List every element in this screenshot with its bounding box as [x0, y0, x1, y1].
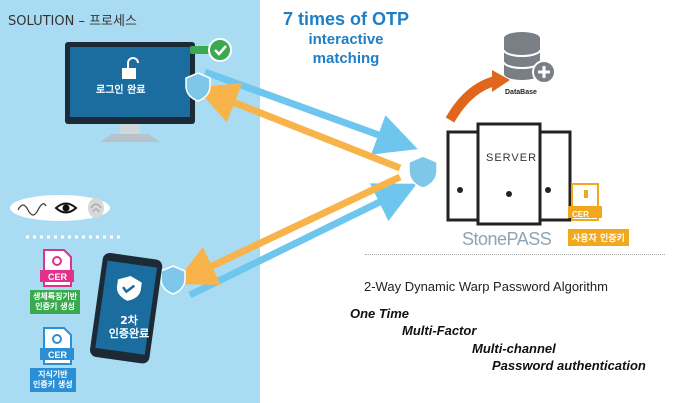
bio-cert-badge: CER [48, 272, 68, 282]
database-icon [503, 32, 556, 84]
user-cert-tag: 사용자 인증키 [568, 229, 629, 246]
database-label: DataBase [505, 89, 537, 96]
server-cert-badge: CER [572, 210, 589, 219]
fingerprint-icon [88, 198, 104, 218]
algorithm-title: 2-Way Dynamic Warp Password Algorithm [364, 279, 608, 294]
bio-certificate-icon [40, 249, 74, 287]
shield-icon [185, 72, 211, 102]
signature-icon [17, 203, 47, 216]
server-label: SERVER [486, 152, 538, 164]
keyword-one-time: One Time [350, 306, 410, 321]
arrow-orange-to-monitor [195, 83, 402, 172]
dotted-connector [26, 235, 122, 239]
headline-line1: 7 times of OTP [282, 9, 410, 29]
biometric-strip [10, 195, 110, 221]
knowledge-certificate-icon [40, 327, 74, 365]
login-status: 로그인 완료 [96, 85, 146, 96]
green-key-icon [190, 38, 232, 62]
headline-line3: matching [312, 50, 380, 67]
panel-title: SOLUTION – 프로세스 [8, 14, 137, 29]
keyword-password-auth: Password authentication [492, 358, 646, 373]
keyword-multi-channel: Multi-channel [472, 341, 556, 356]
unlock-icon [122, 57, 139, 79]
knowledge-cert-badge: CER [48, 350, 68, 360]
headline: 7 times of OTP interactive matching [256, 8, 436, 68]
shield-icon [408, 155, 438, 189]
monitor-illustration [65, 38, 232, 142]
stonepass-brand: StonePASS [462, 229, 552, 249]
certificate-icon [568, 183, 602, 221]
divider [365, 254, 665, 255]
arrow-blue-from-phone [188, 183, 417, 299]
shield-icon [160, 265, 186, 295]
server-illustration [446, 122, 572, 226]
headline-line2: interactive [308, 31, 384, 48]
smartphone-illustration [89, 252, 163, 364]
eye-icon [54, 202, 78, 214]
keyword-multi-factor: Multi-Factor [402, 323, 477, 338]
arrow-orange-to-phone [174, 173, 402, 285]
